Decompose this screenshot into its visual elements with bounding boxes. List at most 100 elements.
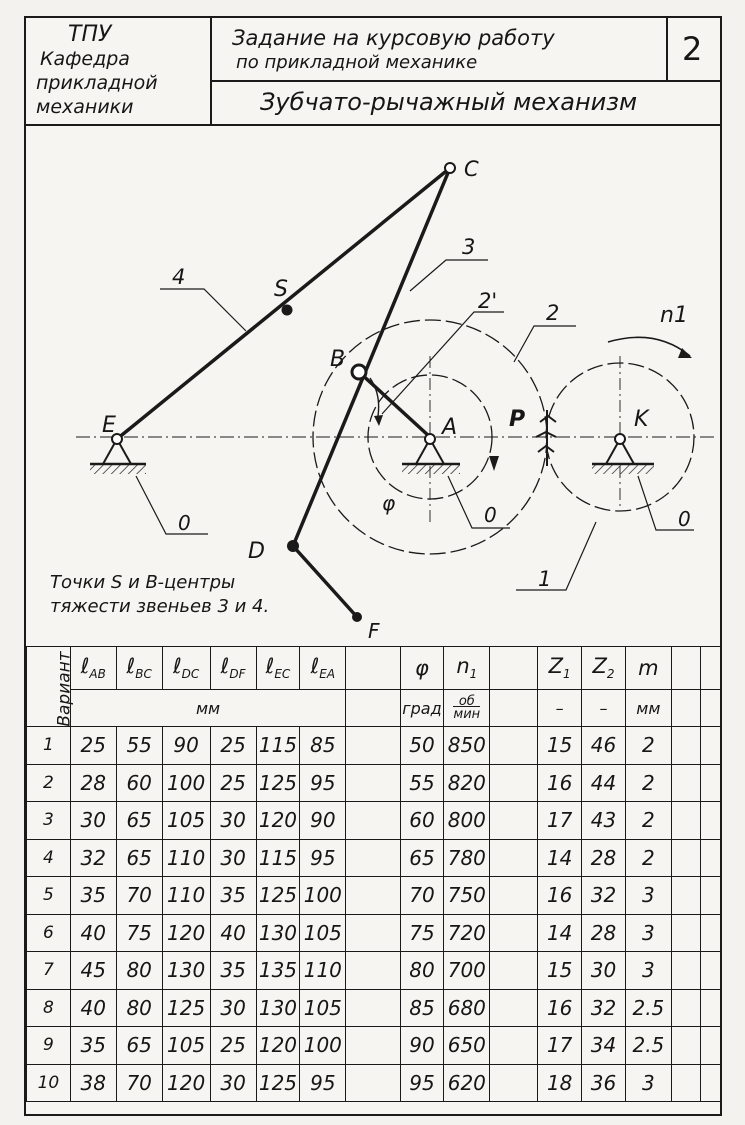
point-s — [281, 304, 293, 316]
unit-m: мм — [624, 689, 672, 727]
gear-2-prime-circle — [367, 374, 493, 500]
cell-lec: 125 — [255, 876, 301, 915]
note-line-1: Точки S и B-центры — [50, 572, 235, 593]
leader-4 — [160, 288, 247, 332]
cell-phi: 75 — [399, 913, 445, 952]
cell-empty — [670, 1026, 702, 1065]
col-m: m — [624, 646, 672, 690]
label-link-2: 2 — [546, 301, 559, 325]
label-f: F — [368, 619, 380, 643]
joint-b — [350, 363, 368, 381]
cell-ldc: 125 — [161, 988, 211, 1027]
leader-2p — [381, 311, 504, 415]
cell-lea: 95 — [299, 1063, 347, 1102]
label-c: C — [464, 157, 479, 181]
cell-empty — [345, 838, 401, 877]
cell-n1: 700 — [443, 951, 491, 990]
cell-lab: 40 — [69, 913, 117, 952]
cell-z2: 34 — [581, 1026, 626, 1065]
cell-lab: 30 — [69, 801, 117, 840]
cell-ldc: 105 — [161, 1026, 211, 1065]
cell-z1: 16 — [537, 988, 583, 1027]
col-l-df: ℓDF — [209, 646, 257, 690]
cell-z2: 44 — [581, 763, 626, 802]
cell-ldc: 120 — [161, 913, 211, 952]
link-3 — [291, 166, 452, 548]
cell-lea: 105 — [299, 913, 347, 952]
label-ground-e: 0 — [178, 511, 191, 535]
cell-lea: 95 — [299, 763, 347, 802]
cell-empty — [345, 1026, 401, 1065]
cell-empty — [345, 726, 401, 765]
cell-empty — [345, 988, 401, 1027]
crank-ab — [357, 370, 432, 439]
cell-z1: 16 — [537, 763, 583, 802]
label-ground-k: 0 — [678, 507, 691, 531]
label-link-2p: 2' — [478, 289, 497, 313]
cell-empty — [345, 1063, 401, 1102]
cell-z1: 15 — [537, 951, 583, 990]
cell-lec: 115 — [255, 838, 301, 877]
cell-ldc: 130 — [161, 951, 211, 990]
cell-empty — [489, 988, 539, 1027]
cell-lea: 100 — [299, 876, 347, 915]
cell-empty — [700, 763, 722, 802]
cell-m: 2 — [624, 838, 672, 877]
col-empty-1 — [345, 646, 401, 690]
cell-z1: 16 — [537, 876, 583, 915]
cell-empty — [489, 801, 539, 840]
cell-z1: 17 — [537, 801, 583, 840]
cell-n1: 680 — [443, 988, 491, 1027]
cell-lec: 115 — [255, 726, 301, 765]
cell-empty — [345, 951, 401, 990]
cell-lab: 35 — [69, 1026, 117, 1065]
cell-empty — [345, 801, 401, 840]
unit-z2: – — [581, 689, 626, 727]
cell-z1: 18 — [537, 1063, 583, 1102]
cell-empty — [670, 801, 702, 840]
cell-lbc: 65 — [115, 801, 163, 840]
leader-3 — [409, 259, 488, 292]
label-e: E — [102, 413, 116, 438]
point-f — [352, 612, 362, 622]
col-empty-3 — [670, 646, 702, 690]
col-empty-2 — [489, 646, 539, 690]
cell-lea: 100 — [299, 1026, 347, 1065]
cell-v: 4 — [26, 838, 71, 877]
label-link-1: 1 — [538, 567, 551, 591]
cell-empty — [700, 801, 722, 840]
cell-phi: 85 — [399, 988, 445, 1027]
cell-empty — [489, 838, 539, 877]
unit-z1: – — [537, 689, 583, 727]
col-l-ec: ℓEC — [255, 646, 301, 690]
cell-z1: 17 — [537, 1026, 583, 1065]
header-task-cell — [212, 18, 720, 82]
org-department-line2: прикладной — [36, 72, 158, 94]
cell-lab: 28 — [69, 763, 117, 802]
phi-angle-arc — [369, 377, 380, 417]
label-ground-a: 0 — [484, 503, 497, 527]
label-b: B — [330, 347, 345, 372]
cell-n1: 800 — [443, 801, 491, 840]
cell-v: 7 — [26, 951, 71, 990]
cell-m: 2 — [624, 726, 672, 765]
cell-lbc: 70 — [115, 876, 163, 915]
task-title-line2: по прикладной механике — [236, 52, 478, 73]
cell-empty — [670, 913, 702, 952]
joint-d — [287, 540, 299, 552]
cell-lab: 38 — [69, 1063, 117, 1102]
col-empty-4 — [700, 646, 722, 690]
cell-z2: 46 — [581, 726, 626, 765]
cell-m: 2.5 — [624, 988, 672, 1027]
cell-empty — [700, 988, 722, 1027]
cell-empty — [345, 763, 401, 802]
cell-m: 3 — [624, 913, 672, 952]
worksheet-frame: ТПУ Кафедра прикладной механики Задание … — [24, 16, 722, 1116]
